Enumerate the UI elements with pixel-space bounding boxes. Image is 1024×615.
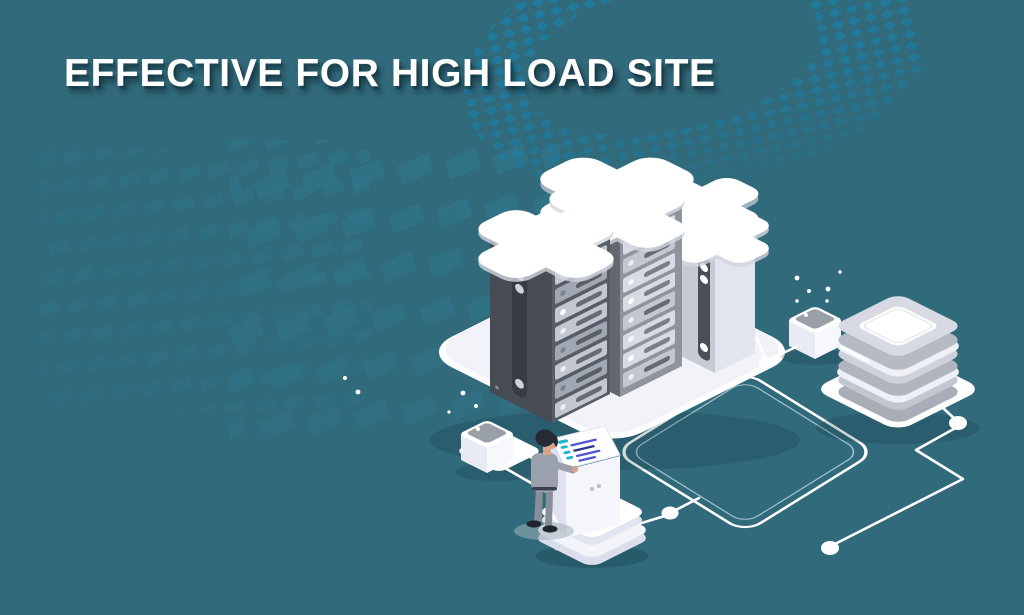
server-tower-dark — [439, 190, 653, 423]
server-tower-light — [635, 196, 799, 373]
particle-dots — [343, 270, 842, 414]
network-nodes — [661, 356, 967, 555]
floor-grid-pattern — [40, 140, 560, 440]
admin-person — [514, 429, 579, 540]
cube-node-left — [455, 419, 543, 481]
banner-title: EFFECTIVE FOR HIGH LOAD SITE — [64, 52, 716, 95]
cube-node-right — [781, 305, 849, 365]
dome-dot-pattern — [463, 0, 937, 195]
console-screen-content — [557, 438, 601, 462]
